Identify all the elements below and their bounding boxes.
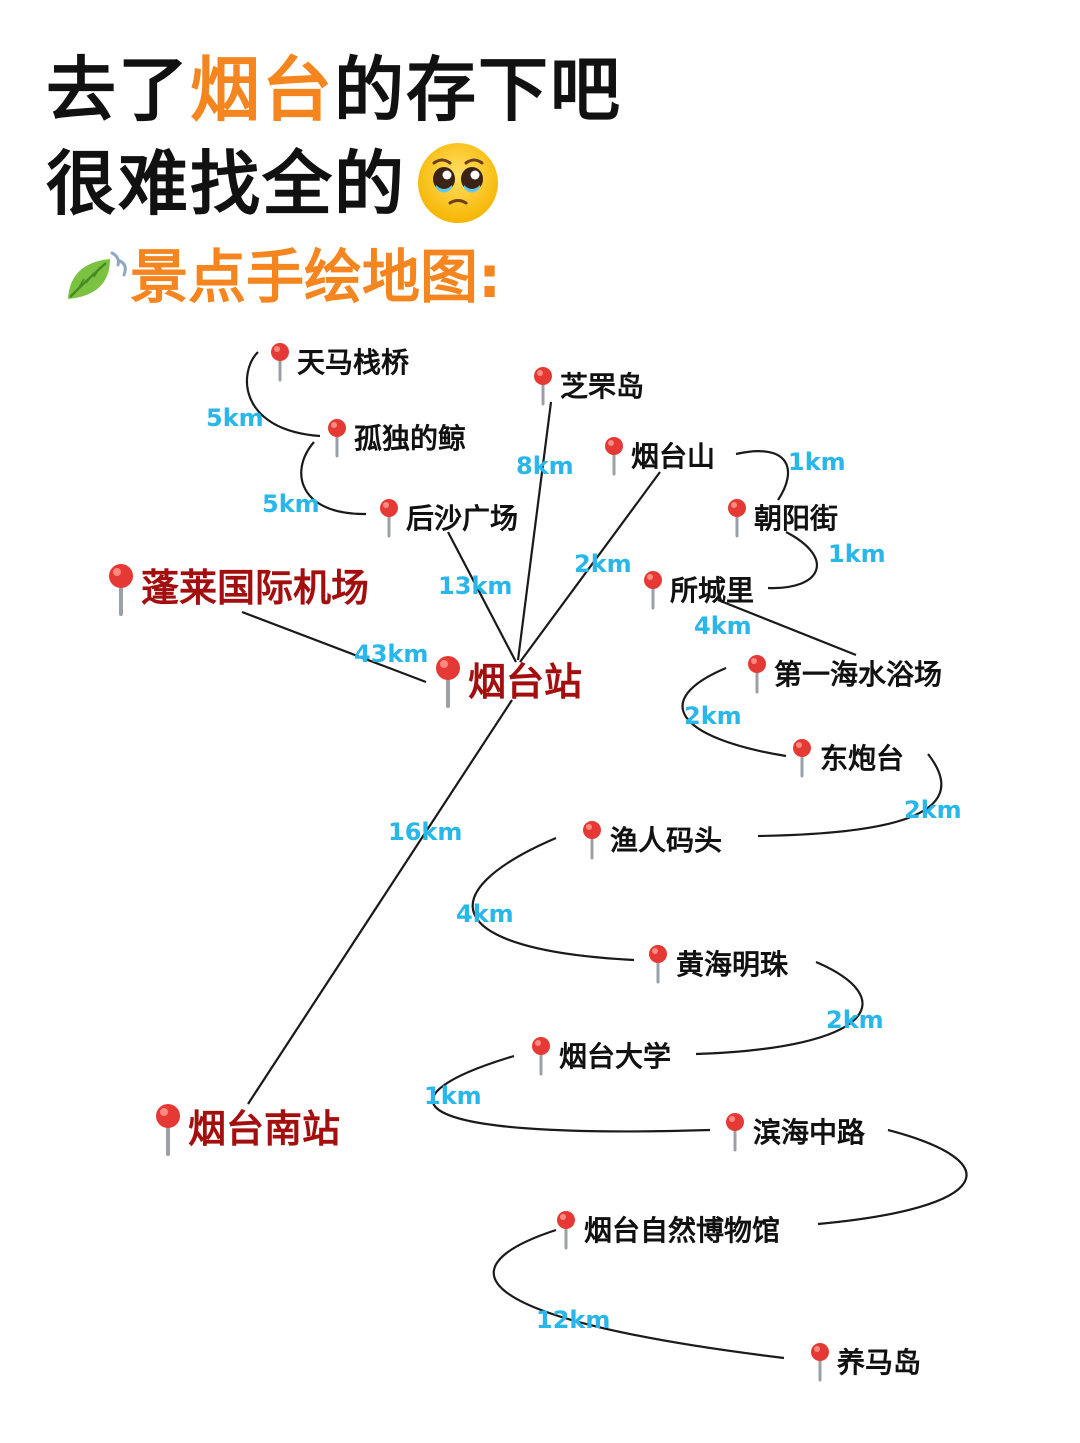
- distance-label: 4km: [694, 612, 752, 640]
- title-line-1: 去了烟台的存下吧: [46, 55, 622, 125]
- pin-icon: [746, 653, 768, 694]
- place-label: 烟台自然博物馆: [584, 1214, 780, 1247]
- route-airport-station: [241, 610, 427, 684]
- route-suocheng-diyihai: [717, 598, 857, 657]
- title-line-2: 很难找全的: [46, 143, 500, 231]
- route-binhai-ziran: [817, 1128, 968, 1226]
- place-label-major: 烟台南站: [188, 1107, 340, 1151]
- route-huanghai-daxue: [695, 960, 864, 1056]
- place-label-major: 蓬莱国际机场: [141, 566, 369, 610]
- distance-label: 1km: [424, 1082, 482, 1110]
- place-label: 朝阳街: [754, 502, 838, 535]
- pin-icon: [791, 737, 813, 778]
- distance-label: 1km: [788, 448, 846, 476]
- place-label: 孤独的鲸: [354, 422, 466, 455]
- subtitle-text: 景点手绘地图:: [130, 243, 502, 311]
- distance-label: 8km: [516, 452, 574, 480]
- place-label: 烟台山: [631, 440, 715, 473]
- pin-icon: [647, 943, 669, 984]
- route-gudu-houshao: [300, 441, 367, 516]
- place-label: 后沙广场: [406, 502, 518, 535]
- place-label: 所城里: [670, 574, 754, 607]
- distance-labels: 5km 5km 8km 13km 2km 1km 1km 4km 43km 2k…: [206, 404, 962, 1334]
- place-label: 东炮台: [820, 742, 904, 775]
- pin-icon: [378, 497, 400, 538]
- distance-label: 5km: [262, 490, 320, 518]
- map-subtitle: 景点手绘地图:: [64, 248, 501, 309]
- distance-label: 43km: [354, 640, 428, 668]
- distance-label: 5km: [206, 404, 264, 432]
- distance-label: 2km: [684, 702, 742, 730]
- route-station-south: [247, 699, 513, 1105]
- place-label: 渔人码头: [610, 824, 722, 857]
- pin-icon: [107, 562, 135, 616]
- distance-label: 12km: [536, 1306, 610, 1334]
- distance-label: 2km: [904, 796, 962, 824]
- place-labels: 天马栈桥 芝罘岛 孤独的鲸 烟台山 后沙广场 朝阳街 蓬莱国际机场 所城里 烟台…: [141, 346, 942, 1379]
- route-lines: [241, 351, 968, 1360]
- route-diyihai-dongpao: [681, 666, 787, 758]
- route-yantaishan-station: [519, 471, 661, 663]
- route-dongpao-yuren: [757, 753, 943, 838]
- place-label: 养马岛: [837, 1346, 921, 1379]
- pin-icon: [326, 417, 348, 458]
- pin-icon: [154, 1102, 182, 1156]
- place-label: 烟台大学: [559, 1040, 671, 1073]
- distance-label: 1km: [828, 540, 886, 568]
- place-label: 天马栈桥: [297, 346, 409, 379]
- route-tianma-gudu: [245, 351, 321, 438]
- route-ziran-yangma: [492, 1228, 785, 1360]
- route-zhifu-station: [516, 401, 553, 661]
- place-label: 滨海中路: [753, 1116, 866, 1149]
- pin-icon: [269, 341, 291, 382]
- title-text: 的存下吧: [334, 49, 622, 131]
- route-chaoyang-suocheng: [767, 531, 818, 590]
- pin-icon: [581, 819, 603, 860]
- title-highlight-city: 烟台: [190, 49, 334, 131]
- distance-label: 2km: [574, 550, 632, 578]
- pin-icon: [555, 1209, 577, 1250]
- place-label-major: 烟台站: [468, 660, 582, 704]
- route-houshao-station: [447, 531, 517, 663]
- distance-label: 4km: [456, 900, 514, 928]
- pin-icon: [530, 1035, 552, 1076]
- pin-icon: [434, 654, 462, 708]
- title-text: 很难找全的: [46, 143, 406, 226]
- distance-label: 2km: [826, 1006, 884, 1034]
- pin-icon: [532, 365, 554, 406]
- route-daxue-binhai: [431, 1054, 711, 1133]
- place-label: 芝罘岛: [560, 370, 644, 403]
- place-label: 黄海明珠: [676, 948, 789, 981]
- pin-icon: [642, 569, 664, 610]
- pin-icon: [809, 1341, 831, 1382]
- place-label: 第一海水浴场: [774, 658, 942, 691]
- route-yantaishan-chaoyang: [735, 450, 789, 501]
- title-text: 去了: [46, 49, 190, 131]
- pin-icon: [603, 435, 625, 476]
- pin-icon: [726, 497, 748, 538]
- distance-label: 16km: [388, 818, 462, 846]
- pin-icon: [724, 1111, 746, 1152]
- pleading-face-icon: [418, 143, 498, 223]
- distance-label: 13km: [438, 572, 512, 600]
- route-yuren-huanghai: [471, 836, 635, 962]
- leaf-fluttering-in-wind-icon: [68, 251, 127, 299]
